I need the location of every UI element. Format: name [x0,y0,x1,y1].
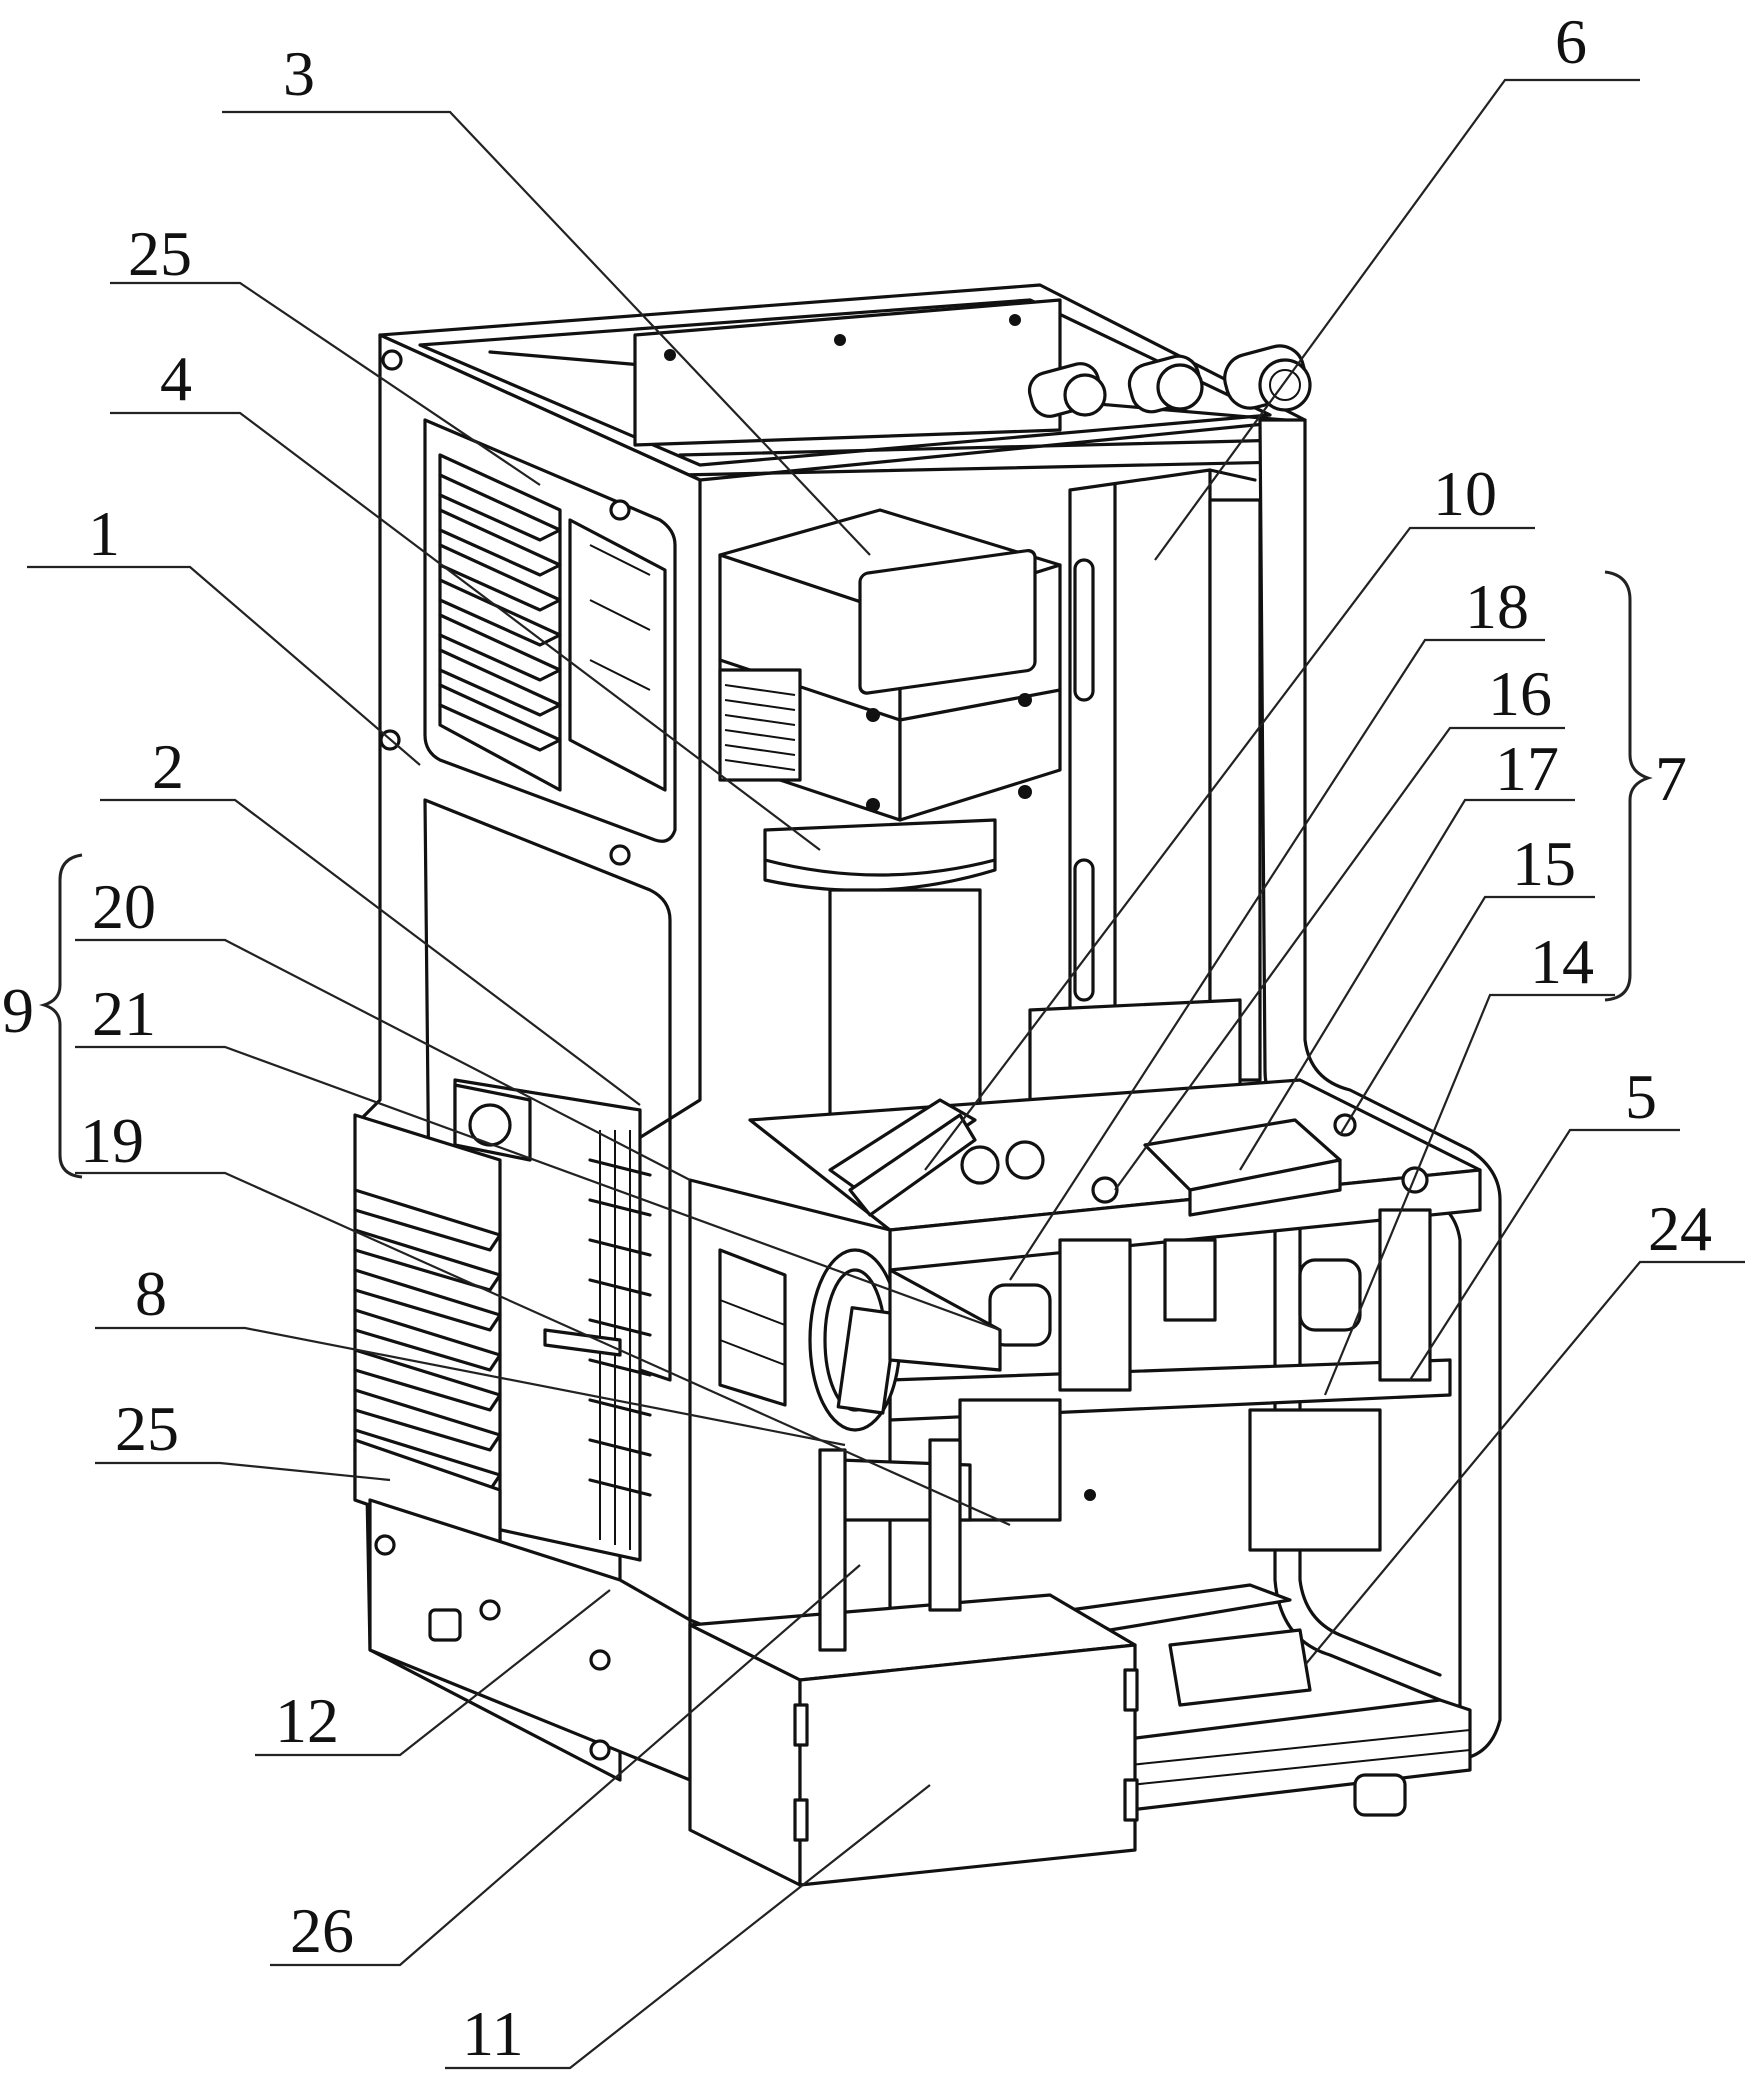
callout-26: 26 [290,1895,354,1966]
callout-24: 24 [1648,1193,1712,1264]
callout-1: 1 [88,498,120,569]
vertical-rail [1030,470,1260,1120]
collection-drawer [690,1595,1137,1885]
callout-19: 19 [80,1105,144,1176]
side-cooling-unit [355,1080,650,1560]
callout-2: 2 [152,731,184,802]
callout-25-lower: 25 [115,1393,179,1464]
callout-15: 15 [1512,828,1576,899]
callout-11: 11 [462,1998,524,2069]
laser-head [720,510,1060,1140]
callout-10: 10 [1433,458,1497,529]
callout-16: 16 [1488,658,1552,729]
callout-3: 3 [283,38,315,109]
callout-5: 5 [1625,1061,1657,1132]
callout-17: 17 [1495,733,1559,804]
callout-25-upper: 25 [128,218,192,289]
callout-8: 8 [135,1258,167,1329]
machine-drawing [355,285,1500,1885]
callout-12: 12 [275,1685,339,1756]
callout-6: 6 [1555,6,1587,77]
callout-18: 18 [1465,571,1529,642]
callout-21: 21 [92,978,156,1049]
callout-7: 7 [1655,743,1687,814]
callout-20: 20 [92,871,156,942]
callout-4: 4 [160,343,192,414]
callout-9: 9 [2,975,34,1046]
callout-14: 14 [1530,926,1594,997]
